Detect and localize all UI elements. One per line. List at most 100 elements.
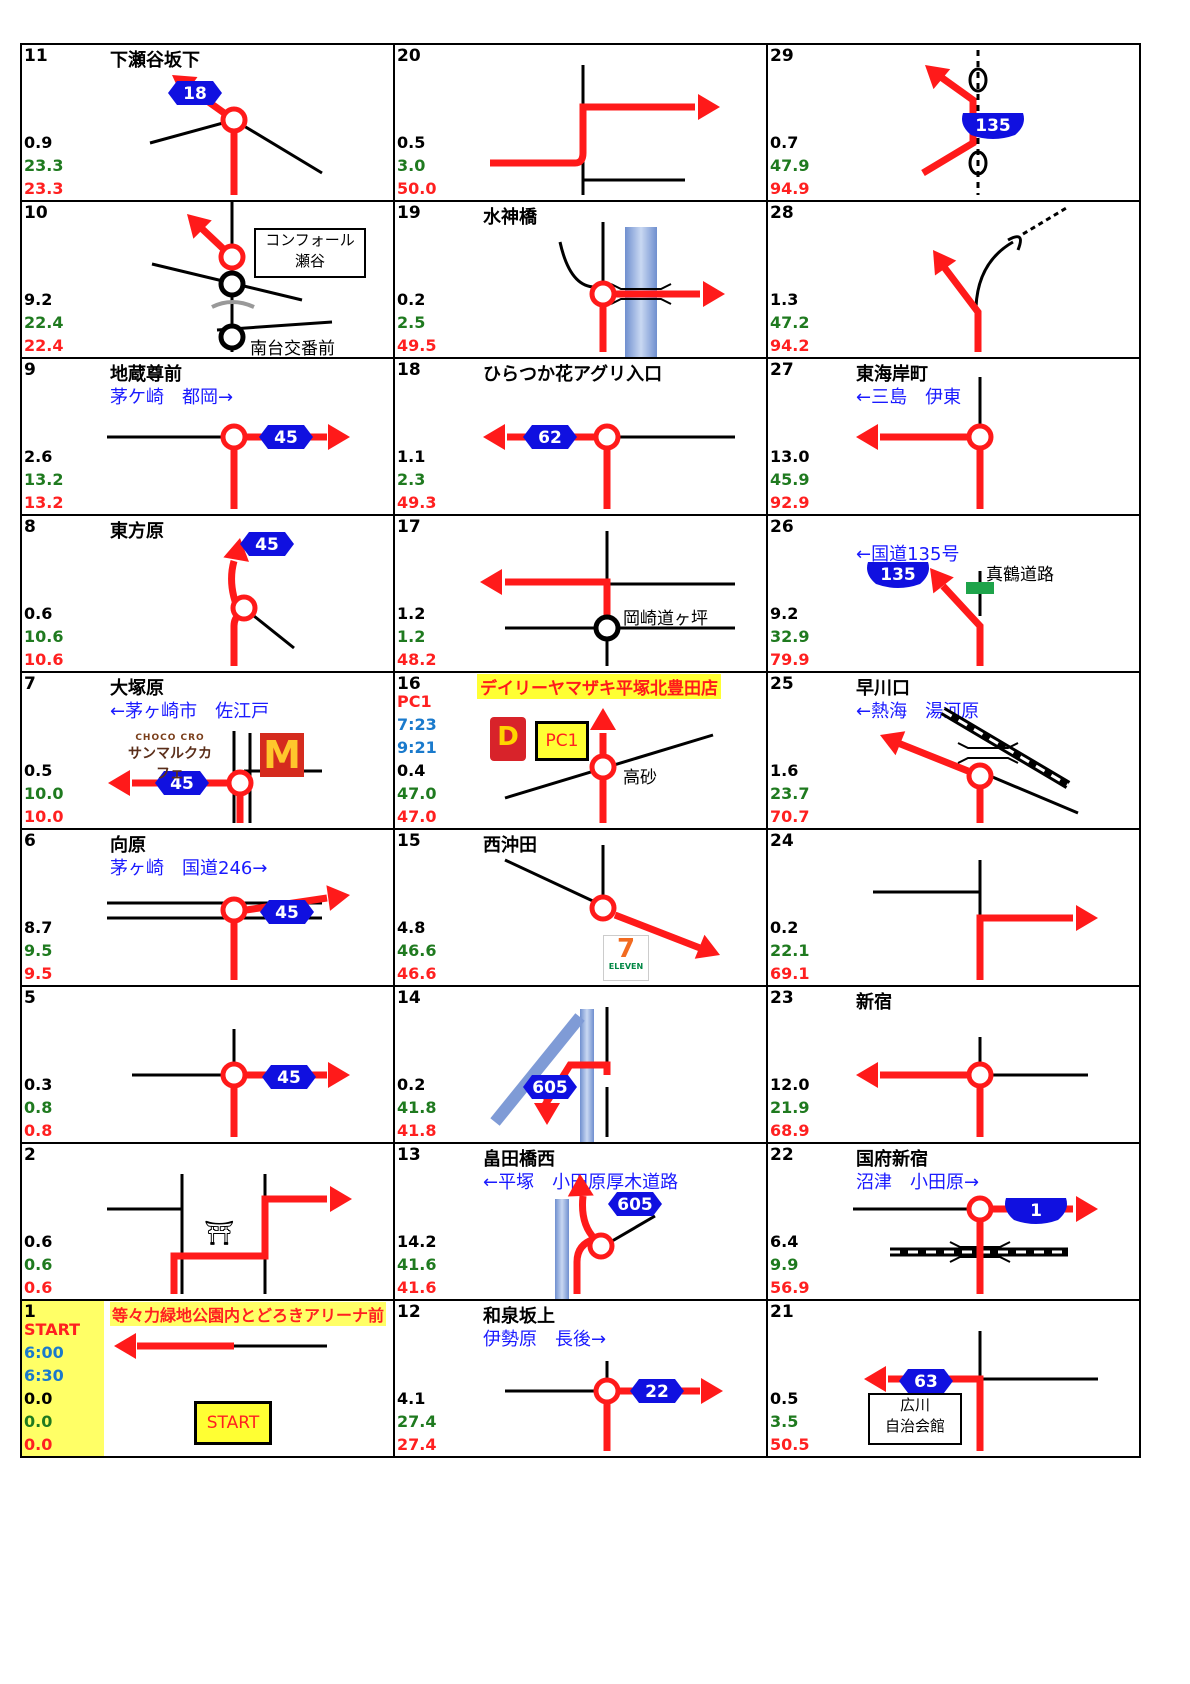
route-number-label: 1 (1030, 1201, 1042, 1221)
arrow-head-icon (114, 1333, 136, 1359)
junction-diagram (107, 1174, 352, 1294)
junction-diagram (873, 860, 1098, 980)
cafe-logo-name: サンマルクカフェ (128, 746, 212, 782)
overpass-mark (968, 67, 988, 93)
intersection-name: 地蔵尊前 (110, 364, 182, 385)
control-time: 6:30 (24, 1366, 64, 1385)
road-marker-green (966, 582, 994, 594)
cue-number: 5 (24, 988, 36, 1008)
segment-distance: 0.5 (770, 1389, 799, 1408)
route-number-sign: 22 (630, 1379, 684, 1403)
stage-distance: 46.6 (397, 941, 437, 960)
arrow-head-icon (701, 1378, 723, 1404)
arrow-head-icon (1076, 1196, 1098, 1222)
route-path (613, 911, 702, 952)
landmark-label: 南台交番前 (250, 339, 335, 359)
route-number-sign: 45 (259, 425, 313, 449)
segment-distance: 0.5 (24, 761, 53, 780)
arrow-head-icon (930, 568, 954, 594)
intersection-name: 東方原 (110, 521, 164, 542)
segment-distance: 4.8 (397, 918, 426, 937)
arrow-head-icon (328, 424, 350, 450)
route-number-sign: 45 (240, 532, 294, 556)
route-number-label: 135 (975, 116, 1011, 136)
road-line (982, 771, 1079, 815)
cue-number: 18 (397, 360, 421, 380)
road-line (233, 118, 323, 175)
stage-distance: 32.9 (770, 627, 810, 646)
route-number-label: 62 (538, 428, 562, 448)
segment-distance: 0.9 (24, 133, 53, 152)
total-distance: 49.5 (397, 336, 437, 355)
direction-sign-text: 沼津 小田原→ (856, 1172, 980, 1193)
cue-number: 21 (770, 1302, 794, 1322)
total-distance: 68.9 (770, 1121, 810, 1140)
intersection-node (230, 594, 258, 622)
total-distance: 41.6 (397, 1278, 437, 1297)
junction-diagram (490, 65, 720, 195)
cue-number: 10 (24, 203, 48, 223)
cue-number: 15 (397, 831, 421, 851)
cafe-logo-sub: CHOCO CRO (135, 733, 205, 743)
arrow-head-icon (864, 1366, 886, 1392)
river-icon (580, 1009, 594, 1142)
stage-distance: 27.4 (397, 1412, 437, 1431)
intersection-node (220, 106, 248, 134)
junction-diagram (114, 1333, 327, 1359)
direction-sign-text: ←茅ヶ崎市 佐江戸 (110, 701, 270, 722)
road-curve (974, 240, 1014, 308)
intersection-node (966, 762, 994, 790)
junction-diagram (151, 202, 333, 352)
intersection-node (220, 423, 248, 451)
cue-number: 7 (24, 674, 36, 694)
segment-distance: 0.0 (24, 1389, 53, 1408)
segment-distance: 1.1 (397, 447, 426, 466)
junction-diagram: 605 (555, 1174, 662, 1299)
arrow-head-icon (694, 934, 720, 959)
cue-number: 26 (770, 517, 794, 537)
stage-distance: 0.8 (24, 1098, 53, 1117)
cue-number: 24 (770, 831, 794, 851)
intersection-node (589, 753, 617, 781)
junction-diagram: 135 (921, 50, 1024, 195)
intersection-node (593, 614, 621, 642)
route-number-label: 63 (914, 1372, 938, 1392)
intersection-name: 西沖田 (483, 835, 537, 856)
route-number-sign: 18 (168, 81, 222, 105)
cue-number: 12 (397, 1302, 421, 1322)
intersection-node (589, 894, 617, 922)
junction-diagram: 18 (149, 75, 323, 195)
arrow-head-icon (590, 708, 616, 730)
intersection-node (593, 423, 621, 451)
cue-number: 1 (24, 1302, 36, 1322)
segment-distance: 0.4 (397, 761, 426, 780)
total-distance: 13.2 (24, 493, 64, 512)
junction-diagram (504, 845, 720, 959)
junction-diagram: 1 (853, 1195, 1098, 1294)
total-distance: 94.9 (770, 179, 810, 198)
stage-distance: 0.6 (24, 1255, 53, 1274)
segment-distance: 14.2 (397, 1232, 437, 1251)
route-path (941, 264, 982, 352)
route-number-label: 45 (170, 774, 194, 794)
stage-distance: 0.0 (24, 1412, 53, 1431)
